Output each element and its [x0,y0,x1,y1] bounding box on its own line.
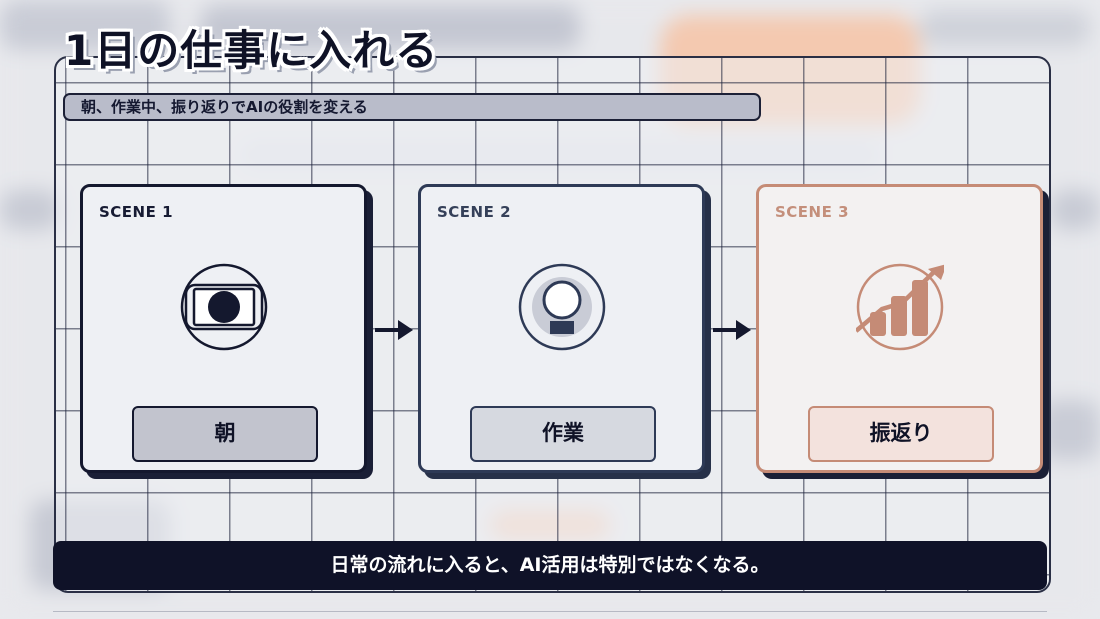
sunrise-icon [180,263,268,351]
growth-chart-icon [855,263,944,351]
footer-message: 日常の流れに入ると、AI活用は特別ではなくなる。 [53,541,1047,590]
arrow-right-icon [375,320,413,340]
bottom-divider [53,611,1047,612]
arrow-right-icon [713,320,751,340]
scene-card-3: SCENE 3 振返り [756,184,1043,473]
page-title: 1日の仕事に入れる [64,26,439,75]
person-icon [518,263,606,351]
subtitle-banner: 朝、作業中、振り返りでAIの役割を変える [63,93,761,121]
scene-card-2: SCENE 2 作業 [418,184,705,473]
work-button[interactable]: 作業 [470,406,656,462]
review-button[interactable]: 振返り [808,406,994,462]
scene-card-1: SCENE 1 朝 [80,184,367,473]
scene-label: SCENE 1 [99,203,174,221]
morning-button[interactable]: 朝 [132,406,318,462]
scene-label: SCENE 2 [437,203,512,221]
scene-label: SCENE 3 [775,203,850,221]
